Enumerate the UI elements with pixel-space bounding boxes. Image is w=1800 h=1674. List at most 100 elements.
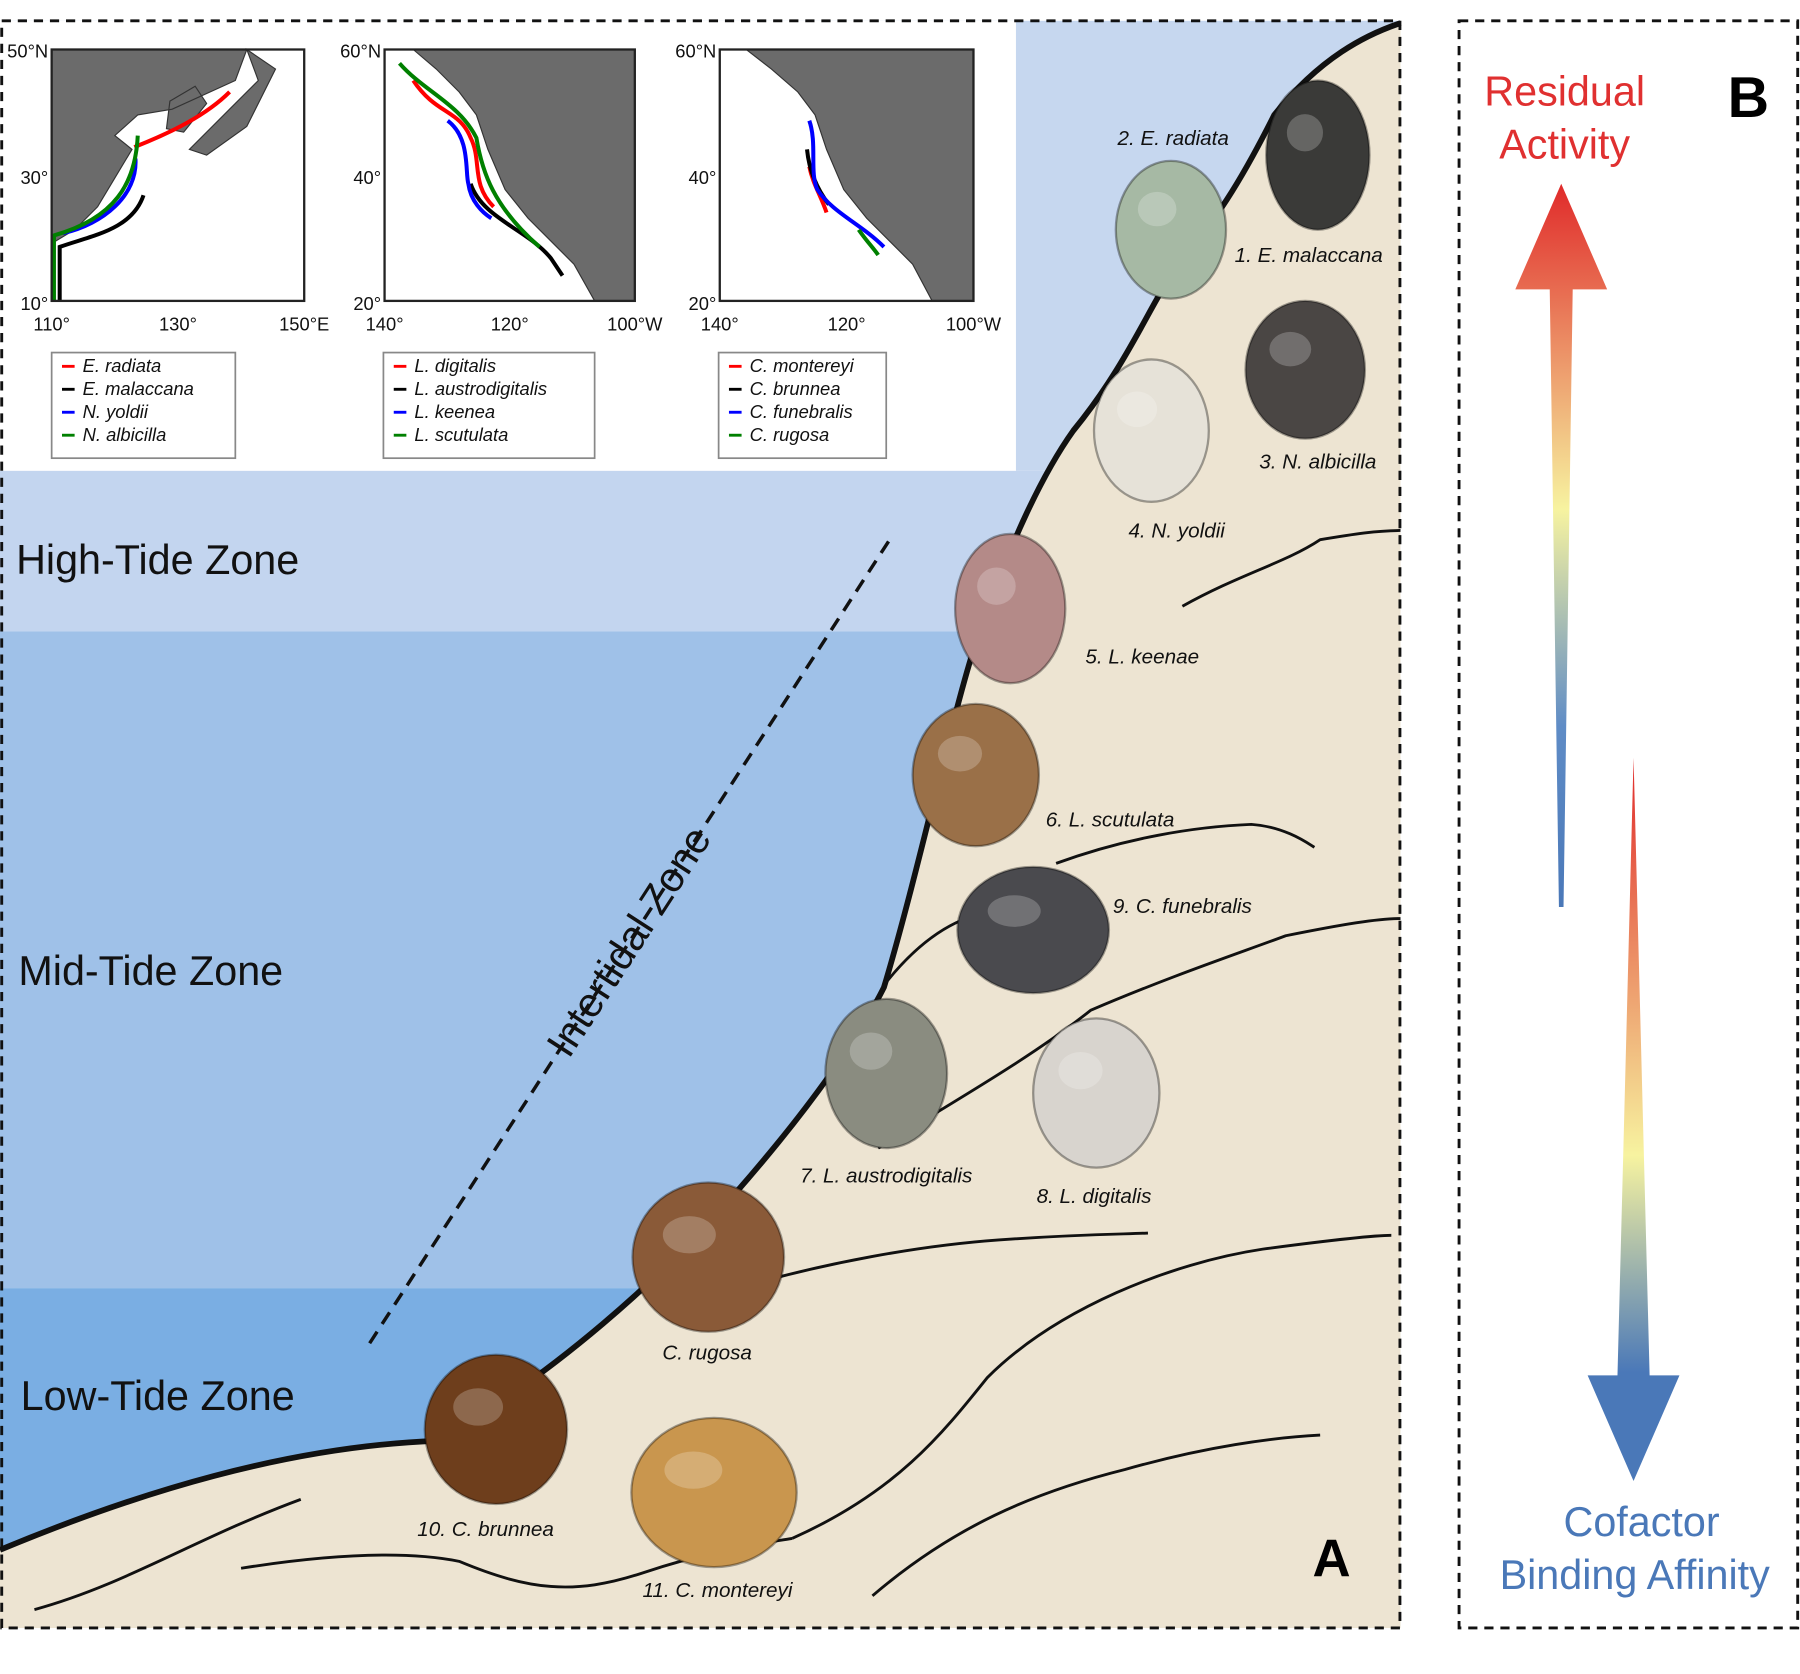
snail-shell [1265, 79, 1371, 231]
shell-highlight [977, 567, 1016, 605]
map-y-tick: 20° [689, 293, 717, 314]
snail-shell [1032, 1017, 1161, 1169]
panel-b: B Residual Activity Cofactor Binding Aff… [1457, 19, 1800, 1630]
snail-9: 9. C. funebralis [956, 865, 1252, 995]
species-range-line [446, 119, 493, 220]
snail-shells: 1. E. malaccana 2. E. radiata 3. N. albici… [417, 79, 1383, 1602]
snail-8: 8. L. digitalis [1032, 1017, 1161, 1208]
snail-6: 6. L. scutulata [911, 702, 1174, 848]
map-y-tick: 40° [353, 167, 381, 188]
species-range-line [857, 228, 880, 257]
snail-10: 10. C. brunnea [417, 1353, 569, 1541]
shell-highlight [1269, 331, 1312, 367]
map-x-tick: 120° [828, 314, 866, 335]
snail-7: 7. L. austrodigitalis [800, 997, 972, 1188]
legend-entry: L. digitalis [414, 355, 496, 376]
shell-highlight [1058, 1051, 1103, 1090]
snail-shell [423, 1353, 569, 1506]
snail-12: C. rugosa [631, 1181, 786, 1364]
map-frame [718, 48, 975, 303]
species-range-line [411, 79, 496, 209]
shell-highlight [664, 1451, 723, 1489]
snail-shell [631, 1181, 786, 1333]
snail-label: 11. C. montereyi [642, 1579, 793, 1602]
map-x-tick: 100°W [946, 314, 1002, 335]
map-y-tick: 50°N [7, 41, 48, 62]
snail-shell [1244, 299, 1367, 440]
map-y-tick: 10° [20, 293, 48, 314]
species-range-line [397, 61, 541, 249]
legend-entry: L. austrodigitalis [414, 378, 547, 399]
species-range-line [807, 120, 886, 249]
snail-1: 1. E. malaccana [1235, 79, 1383, 267]
shell-highlight [1116, 391, 1158, 428]
snail-label: 7. L. austrodigitalis [800, 1165, 972, 1188]
panel-b-border [1457, 19, 1800, 1630]
legend-entry: C. montereyi [750, 355, 855, 376]
snail-label: 5. L. keenae [1085, 646, 1199, 669]
species-range-line [468, 183, 565, 277]
zone-label: Mid-Tide Zone [18, 948, 283, 994]
snail-label: 3. N. albicilla [1259, 451, 1376, 474]
snail-shell [1114, 159, 1228, 300]
zone-label: High-Tide Zone [16, 537, 299, 583]
snail-11: 11. C. montereyi [630, 1416, 798, 1602]
map-y-tick: 60°N [675, 41, 716, 62]
snail-shell [824, 997, 949, 1150]
legend-entry: N. albicilla [83, 424, 167, 445]
map-x-tick: 150°E [279, 314, 329, 335]
map-frame [383, 48, 636, 303]
shell-highlight [1286, 114, 1324, 152]
species-range-line [57, 194, 146, 301]
legend-entry: C. rugosa [750, 424, 830, 445]
snail-3: 3. N. albicilla [1244, 299, 1376, 474]
shell-highlight [453, 1388, 504, 1426]
legend-entry: N. yoldii [83, 401, 149, 422]
map-y-tick: 40° [689, 167, 717, 188]
snail-label: 1. E. malaccana [1235, 244, 1383, 267]
shore-rock [0, 23, 1401, 1628]
snail-shell [953, 532, 1067, 685]
map-frame [50, 48, 306, 303]
snail-label: 8. L. digitalis [1037, 1185, 1152, 1208]
snail-shell [1092, 358, 1210, 503]
map-y-tick: 60°N [340, 41, 381, 62]
cofactor-label-line2: Binding Affinity [1500, 1552, 1771, 1598]
legend-entry: C. brunnea [750, 378, 841, 399]
legend-box [50, 351, 237, 460]
map-x-tick: 140° [366, 314, 404, 335]
snail-5: 5. L. keenae [953, 532, 1199, 685]
snail-shell [956, 865, 1111, 995]
residual-activity-label-line1: Residual [1484, 69, 1645, 115]
panel-letter-a: A [1313, 1529, 1351, 1588]
species-range-line [133, 90, 232, 149]
cofactor-affinity-arrow-down [1587, 757, 1680, 1482]
species-range-line [51, 135, 140, 301]
map-x-tick: 100°W [607, 314, 663, 335]
snail-2: 2. E. radiata [1114, 127, 1229, 300]
legend-entry: E. malaccana [83, 378, 194, 399]
snail-label: 10. C. brunnea [417, 1518, 554, 1541]
map-y-tick: 20° [353, 293, 381, 314]
cofactor-label-line1: Cofactor [1564, 1499, 1720, 1545]
zone-label: Low-Tide Zone [21, 1373, 295, 1419]
shell-highlight [937, 735, 983, 772]
snail-shell [630, 1416, 798, 1569]
snail-label: 9. C. funebralis [1113, 895, 1252, 918]
map-x-tick: 110° [33, 314, 70, 335]
panel-a-border [0, 19, 1402, 1630]
snail-label: 2. E. radiata [1117, 127, 1229, 150]
residual-activity-arrow-up [1515, 183, 1608, 908]
legend-entry: E. radiata [83, 355, 162, 376]
map-x-tick: 130° [159, 314, 197, 335]
map-x-tick: 120° [491, 314, 529, 335]
legend-entry: L. keenea [414, 401, 495, 422]
legend-box [382, 351, 596, 460]
